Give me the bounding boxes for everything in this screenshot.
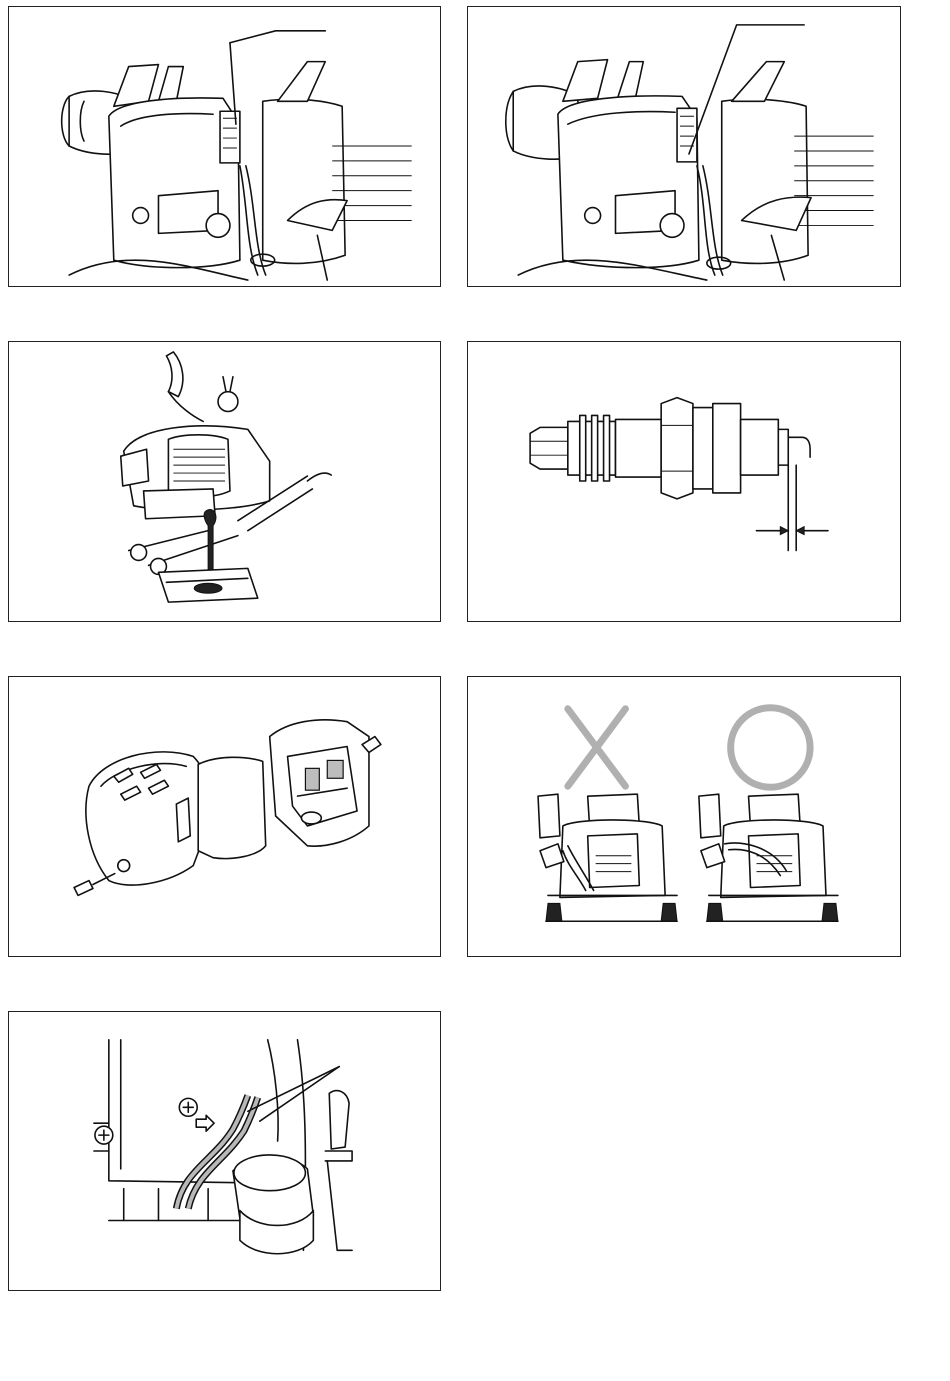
figure-air-cleaner [8,676,441,957]
engine-switch-illustration-alt [468,7,900,286]
engine-right [699,794,838,921]
figure-engine-switch-2 [467,6,901,287]
cross-icon [568,709,626,786]
engine-wrong [538,794,677,921]
figure-fuel-hose-routing [8,1011,441,1291]
routing-comparison-illustration [468,677,900,956]
circle-icon [731,708,810,787]
fuel-hose-routing-illustration [9,1012,440,1290]
draining-fuel-illustration [9,342,440,621]
figure-engine-switch-1 [8,6,441,287]
spark-plug-illustration [468,342,900,621]
engine-switch-illustration [9,7,440,286]
air-cleaner-illustration [9,677,440,956]
figure-wrong-right-routing [467,676,901,957]
figure-spark-plug [467,341,901,622]
figure-draining-fuel [8,341,441,622]
arrow-right-icon [196,1115,214,1131]
